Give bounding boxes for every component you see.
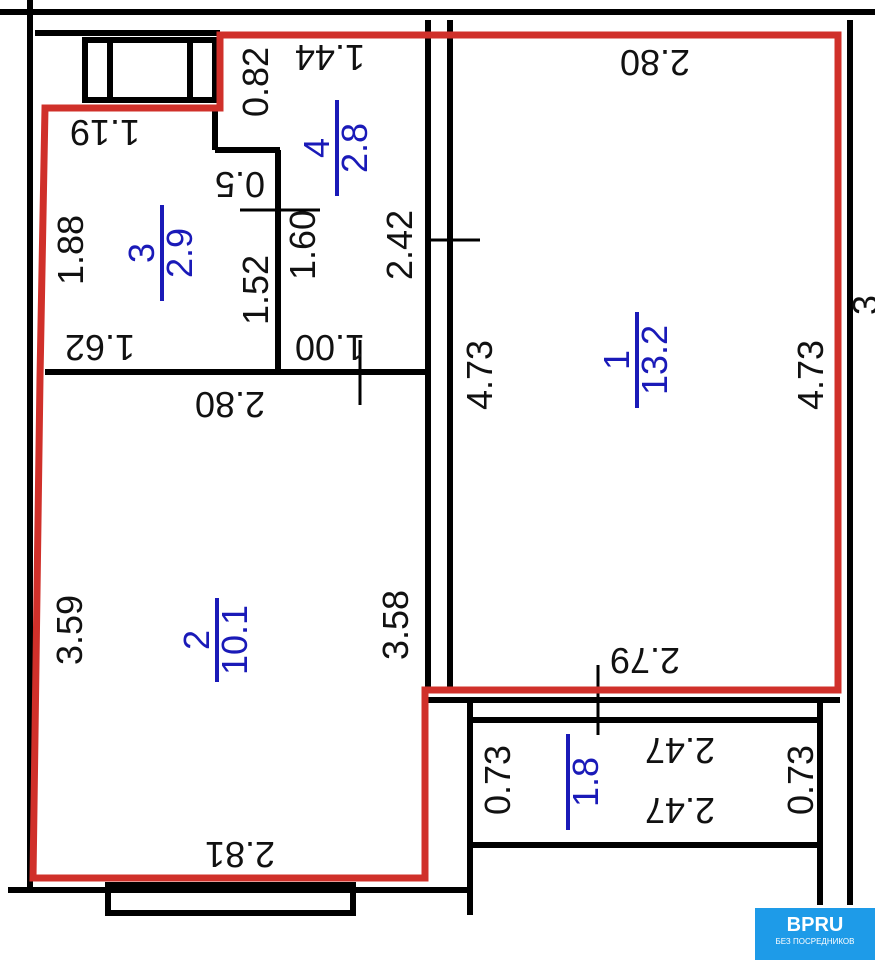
dim-label: 0.5 bbox=[215, 164, 265, 205]
room-number: 3 bbox=[121, 243, 162, 263]
room-labels: 1 13.2 2 10.1 3 2.9 4 2.8 1.8 bbox=[121, 100, 675, 830]
room-number: 4 bbox=[296, 138, 337, 158]
dim-label: 2.42 bbox=[379, 210, 420, 280]
dim-label: 4.73 bbox=[790, 340, 831, 410]
dim-label: 2.47 bbox=[645, 790, 715, 831]
room-4-label: 4 2.8 bbox=[296, 100, 375, 196]
room-area: 13.2 bbox=[634, 325, 675, 395]
dimension-labels: 1.44 2.80 0.82 1.19 0.5 1.88 1.52 1.60 2… bbox=[49, 37, 875, 875]
dim-label: 2.80 bbox=[195, 384, 265, 425]
logo-subtitle: БЕЗ ПОСРЕДНИКОВ bbox=[775, 937, 855, 946]
room-2-label: 2 10.1 bbox=[176, 598, 255, 682]
balcony-label: 1.8 bbox=[565, 734, 606, 830]
dim-label: 2.81 bbox=[205, 834, 275, 875]
dim-label: 0.73 bbox=[780, 745, 821, 815]
room-1-label: 1 13.2 bbox=[596, 312, 675, 408]
dim-label: 2.47 bbox=[645, 730, 715, 771]
dim-label: 0.82 bbox=[235, 47, 276, 117]
dim-label: 4.73 bbox=[459, 340, 500, 410]
room-number: 1 bbox=[596, 350, 637, 370]
dim-label: 1.52 bbox=[235, 255, 276, 325]
dim-label: 1.88 bbox=[50, 215, 91, 285]
dim-label: 2.80 bbox=[620, 42, 690, 83]
dim-label: 3 bbox=[845, 295, 875, 315]
dim-label: 1.44 bbox=[295, 37, 365, 78]
room-area: 1.8 bbox=[565, 757, 606, 807]
apartment-outline bbox=[29, 31, 842, 882]
walls bbox=[0, 0, 875, 916]
dim-label: 1.19 bbox=[70, 112, 140, 153]
dim-label: 3.58 bbox=[375, 590, 416, 660]
logo-title: BPRU bbox=[786, 914, 844, 936]
dim-label: 1.00 bbox=[295, 327, 365, 368]
dim-label: 1.60 bbox=[282, 210, 323, 280]
dim-label: 1.62 bbox=[65, 327, 135, 368]
bpru-logo: BPRU БЕЗ ПОСРЕДНИКОВ bbox=[755, 908, 875, 960]
room-area: 2.9 bbox=[159, 228, 200, 278]
room-3-label: 3 2.9 bbox=[121, 205, 200, 301]
dim-label: 3.59 bbox=[49, 595, 90, 665]
dim-label: 2.79 bbox=[610, 640, 680, 681]
dim-label: 0.73 bbox=[477, 745, 518, 815]
room-area: 2.8 bbox=[334, 123, 375, 173]
room-area: 10.1 bbox=[214, 605, 255, 675]
room-number: 2 bbox=[176, 630, 217, 650]
